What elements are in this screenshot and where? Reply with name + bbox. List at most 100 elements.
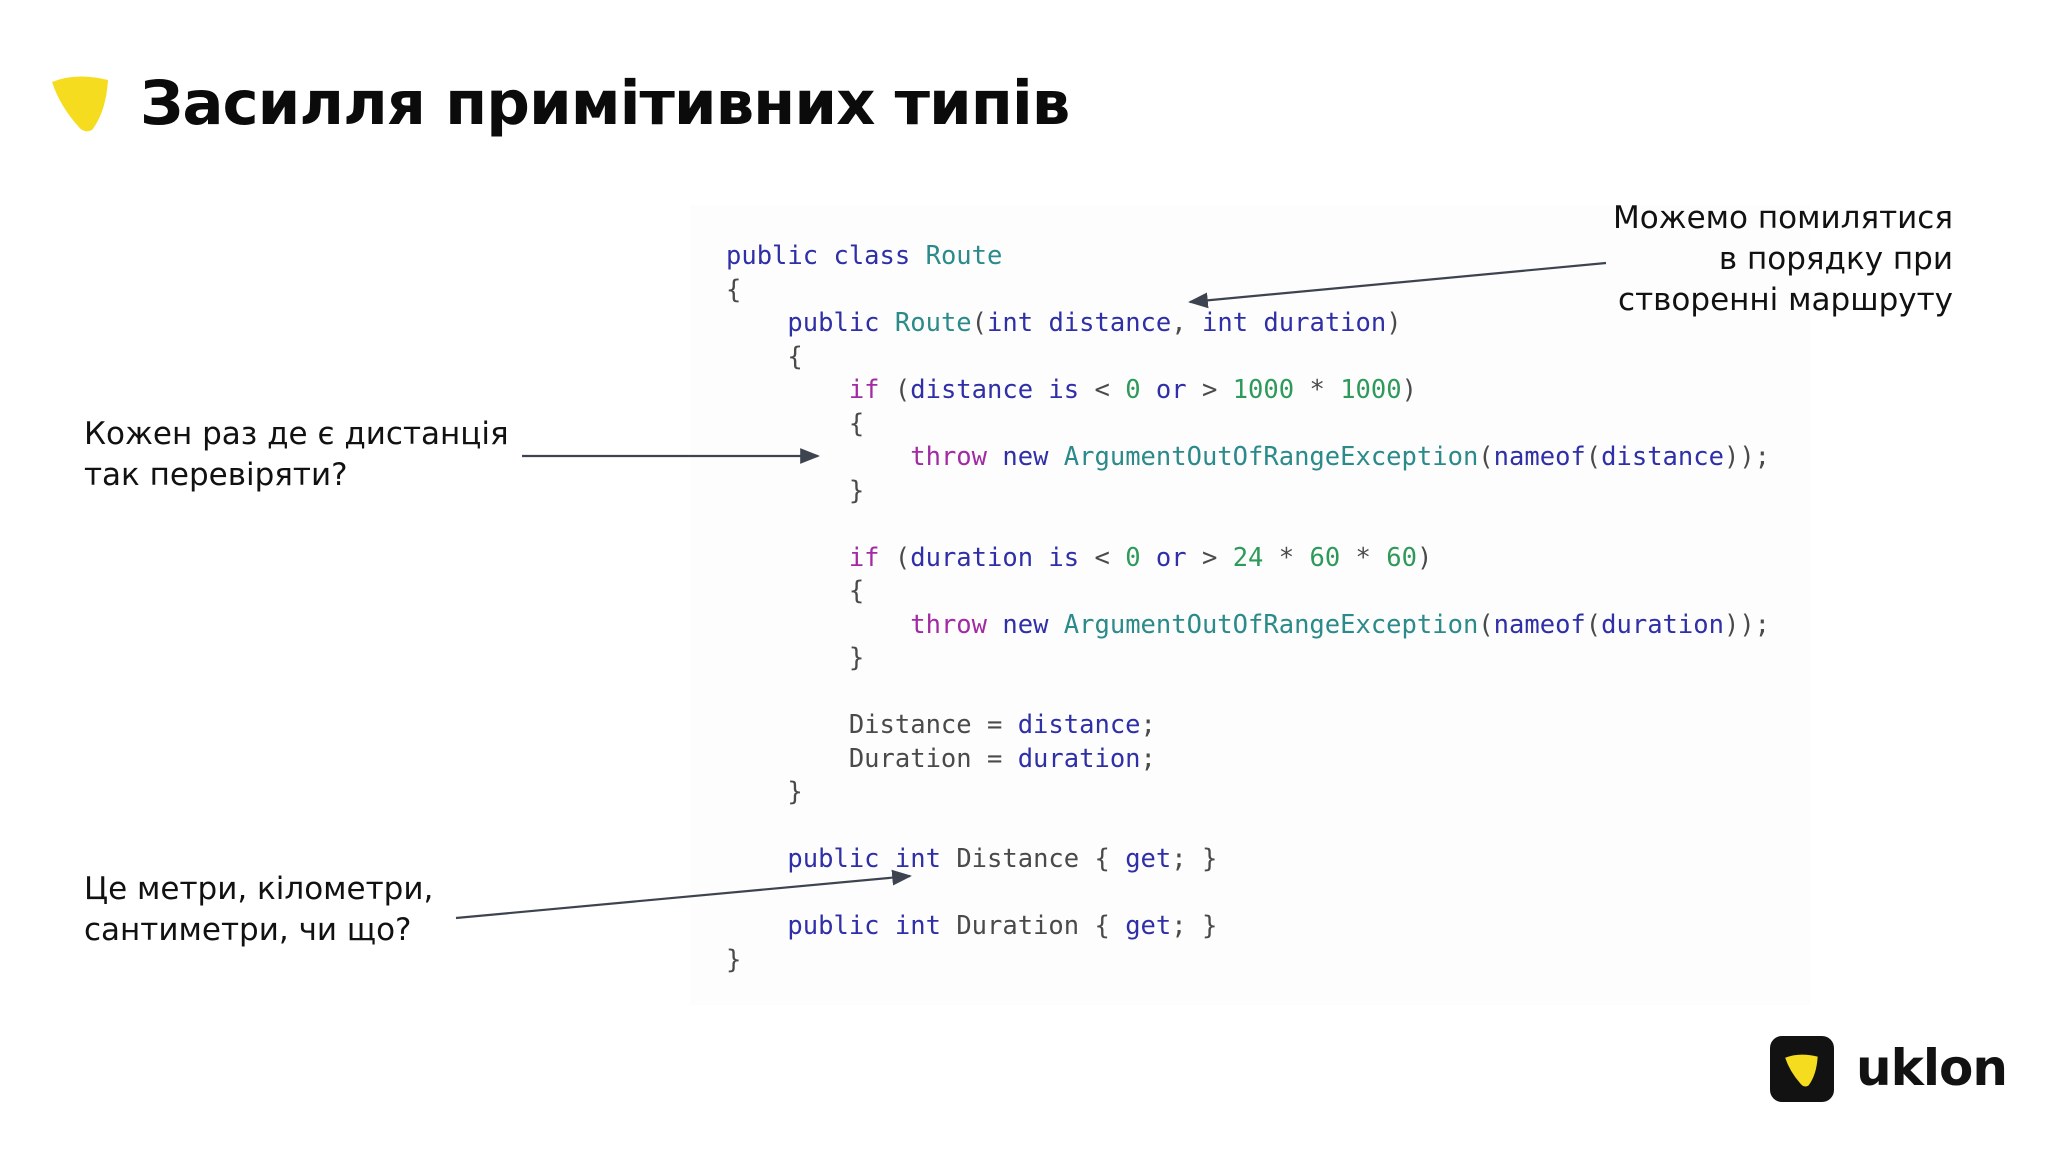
code-token: throw (910, 442, 1003, 472)
code-token: 60 (1386, 542, 1417, 573)
code-snippet: public class Route{ public Route(int dis… (690, 205, 1810, 1005)
code-token: * (1309, 375, 1341, 405)
code-token: , (1171, 308, 1202, 338)
code-token (726, 543, 849, 573)
code-token: 60 (1309, 542, 1356, 573)
code-token (726, 308, 787, 338)
code-token: is (1048, 542, 1095, 573)
code-token: public (787, 308, 895, 338)
code-token: 1000 (1232, 375, 1310, 405)
code-token: { (726, 408, 865, 439)
code-token: )); (1723, 609, 1771, 640)
code-token: 24 (1232, 542, 1279, 573)
code-token: public class (726, 241, 926, 271)
code-token: public int (787, 844, 957, 874)
code-token: Route (894, 308, 972, 338)
code-line: public Route(int distance, int duration) (726, 306, 1402, 340)
code-token: ArgumentOutOfRangeException (1063, 442, 1479, 472)
code-token: duration (1601, 609, 1724, 640)
code-line: } (726, 775, 802, 809)
code-line: } (726, 474, 864, 508)
code-token: > (1201, 542, 1233, 573)
code-token: or (1155, 542, 1202, 573)
code-token: int (987, 308, 1049, 338)
code-token: new (1002, 442, 1064, 472)
code-line: Duration = duration; (726, 742, 1156, 776)
code-token: nameof (1493, 609, 1586, 640)
code-token: ) (1401, 375, 1417, 405)
code-token: get (1125, 911, 1172, 941)
uklon-shield-icon (1785, 1054, 1818, 1087)
code-line: public class Route (726, 239, 1002, 273)
annotation-line: Можемо помилятися (1612, 200, 1953, 236)
code-token: nameof (1493, 442, 1586, 472)
code-token: if (848, 542, 895, 573)
annotation-line: так перевіряти? (84, 457, 348, 493)
code-token: * (1355, 542, 1387, 573)
code-token: public int (787, 911, 957, 941)
code-token: ( (894, 375, 911, 405)
code-token: ; (1140, 710, 1156, 740)
code-token: duration (1263, 308, 1387, 338)
code-token: { (726, 341, 803, 372)
code-token: Distance = (726, 710, 1018, 740)
code-token: distance (1017, 710, 1141, 740)
code-line: Distance = distance; (726, 708, 1156, 742)
code-line: } (726, 943, 741, 977)
code-line: throw new ArgumentOutOfRangeException(na… (726, 608, 1770, 642)
code-token (726, 375, 849, 405)
code-line: public int Distance { get; } (726, 842, 1217, 876)
code-token: Duration = (726, 743, 1018, 774)
code-token (726, 442, 910, 472)
code-token: )); (1723, 442, 1771, 472)
code-token (726, 844, 787, 874)
code-token: ArgumentOutOfRangeException (1063, 609, 1479, 640)
code-token: { (726, 576, 865, 606)
code-token: ) (1386, 308, 1402, 338)
code-token: ; } (1171, 911, 1218, 941)
code-token: duration (1017, 743, 1141, 774)
code-token: ( (1585, 609, 1602, 640)
code-token: Route (925, 241, 1003, 271)
brand-name: uklon (1856, 1039, 2008, 1097)
code-token: } (726, 643, 865, 673)
code-line: throw new ArgumentOutOfRangeException(na… (726, 440, 1770, 474)
code-token: } (726, 475, 865, 506)
brand-mark (1770, 1036, 1834, 1102)
uklon-shield-icon (52, 76, 108, 132)
code-line: { (726, 574, 864, 608)
code-token: ( (971, 308, 988, 338)
code-token: distance (910, 375, 1049, 405)
code-token: Distance { (956, 844, 1126, 874)
annotation-parameter-order: Можемо помилятися в порядку при створенн… (1613, 198, 1953, 321)
code-token: int (1201, 308, 1264, 338)
code-token: ( (1478, 442, 1494, 472)
code-token: 0 (1125, 375, 1156, 405)
annotation-line: в порядку при (1718, 241, 1953, 277)
code-line: { (726, 340, 803, 374)
code-token: throw (910, 609, 1003, 640)
slide-title: Засилля примітивних типів (140, 68, 1070, 139)
code-token: ) (1416, 542, 1433, 573)
code-token: 0 (1125, 542, 1156, 573)
annotation-units: Це метри, кілометри, сантиметри, чи що? (84, 869, 433, 951)
code-token: ( (894, 542, 911, 573)
code-line: if (duration is < 0 or > 24 * 60 * 60) (726, 541, 1433, 575)
code-token: < (1094, 375, 1126, 405)
code-token: } (726, 944, 742, 975)
annotation-line: сантиметри, чи що? (84, 912, 412, 948)
code-line: } (726, 641, 864, 675)
code-token: or (1155, 375, 1202, 405)
code-token: is (1048, 375, 1095, 405)
annotation-validation: Кожен раз де є дистанція так перевіряти? (84, 414, 509, 496)
code-token: if (848, 375, 895, 405)
annotation-line: створенні маршруту (1618, 282, 1953, 318)
annotation-line: Це метри, кілометри, (84, 871, 434, 907)
code-token: ( (1585, 442, 1602, 472)
code-line: { (726, 273, 741, 307)
code-token (726, 610, 910, 640)
code-token: distance (1048, 308, 1172, 338)
code-token: ; (1140, 743, 1156, 774)
code-token: get (1125, 844, 1172, 874)
